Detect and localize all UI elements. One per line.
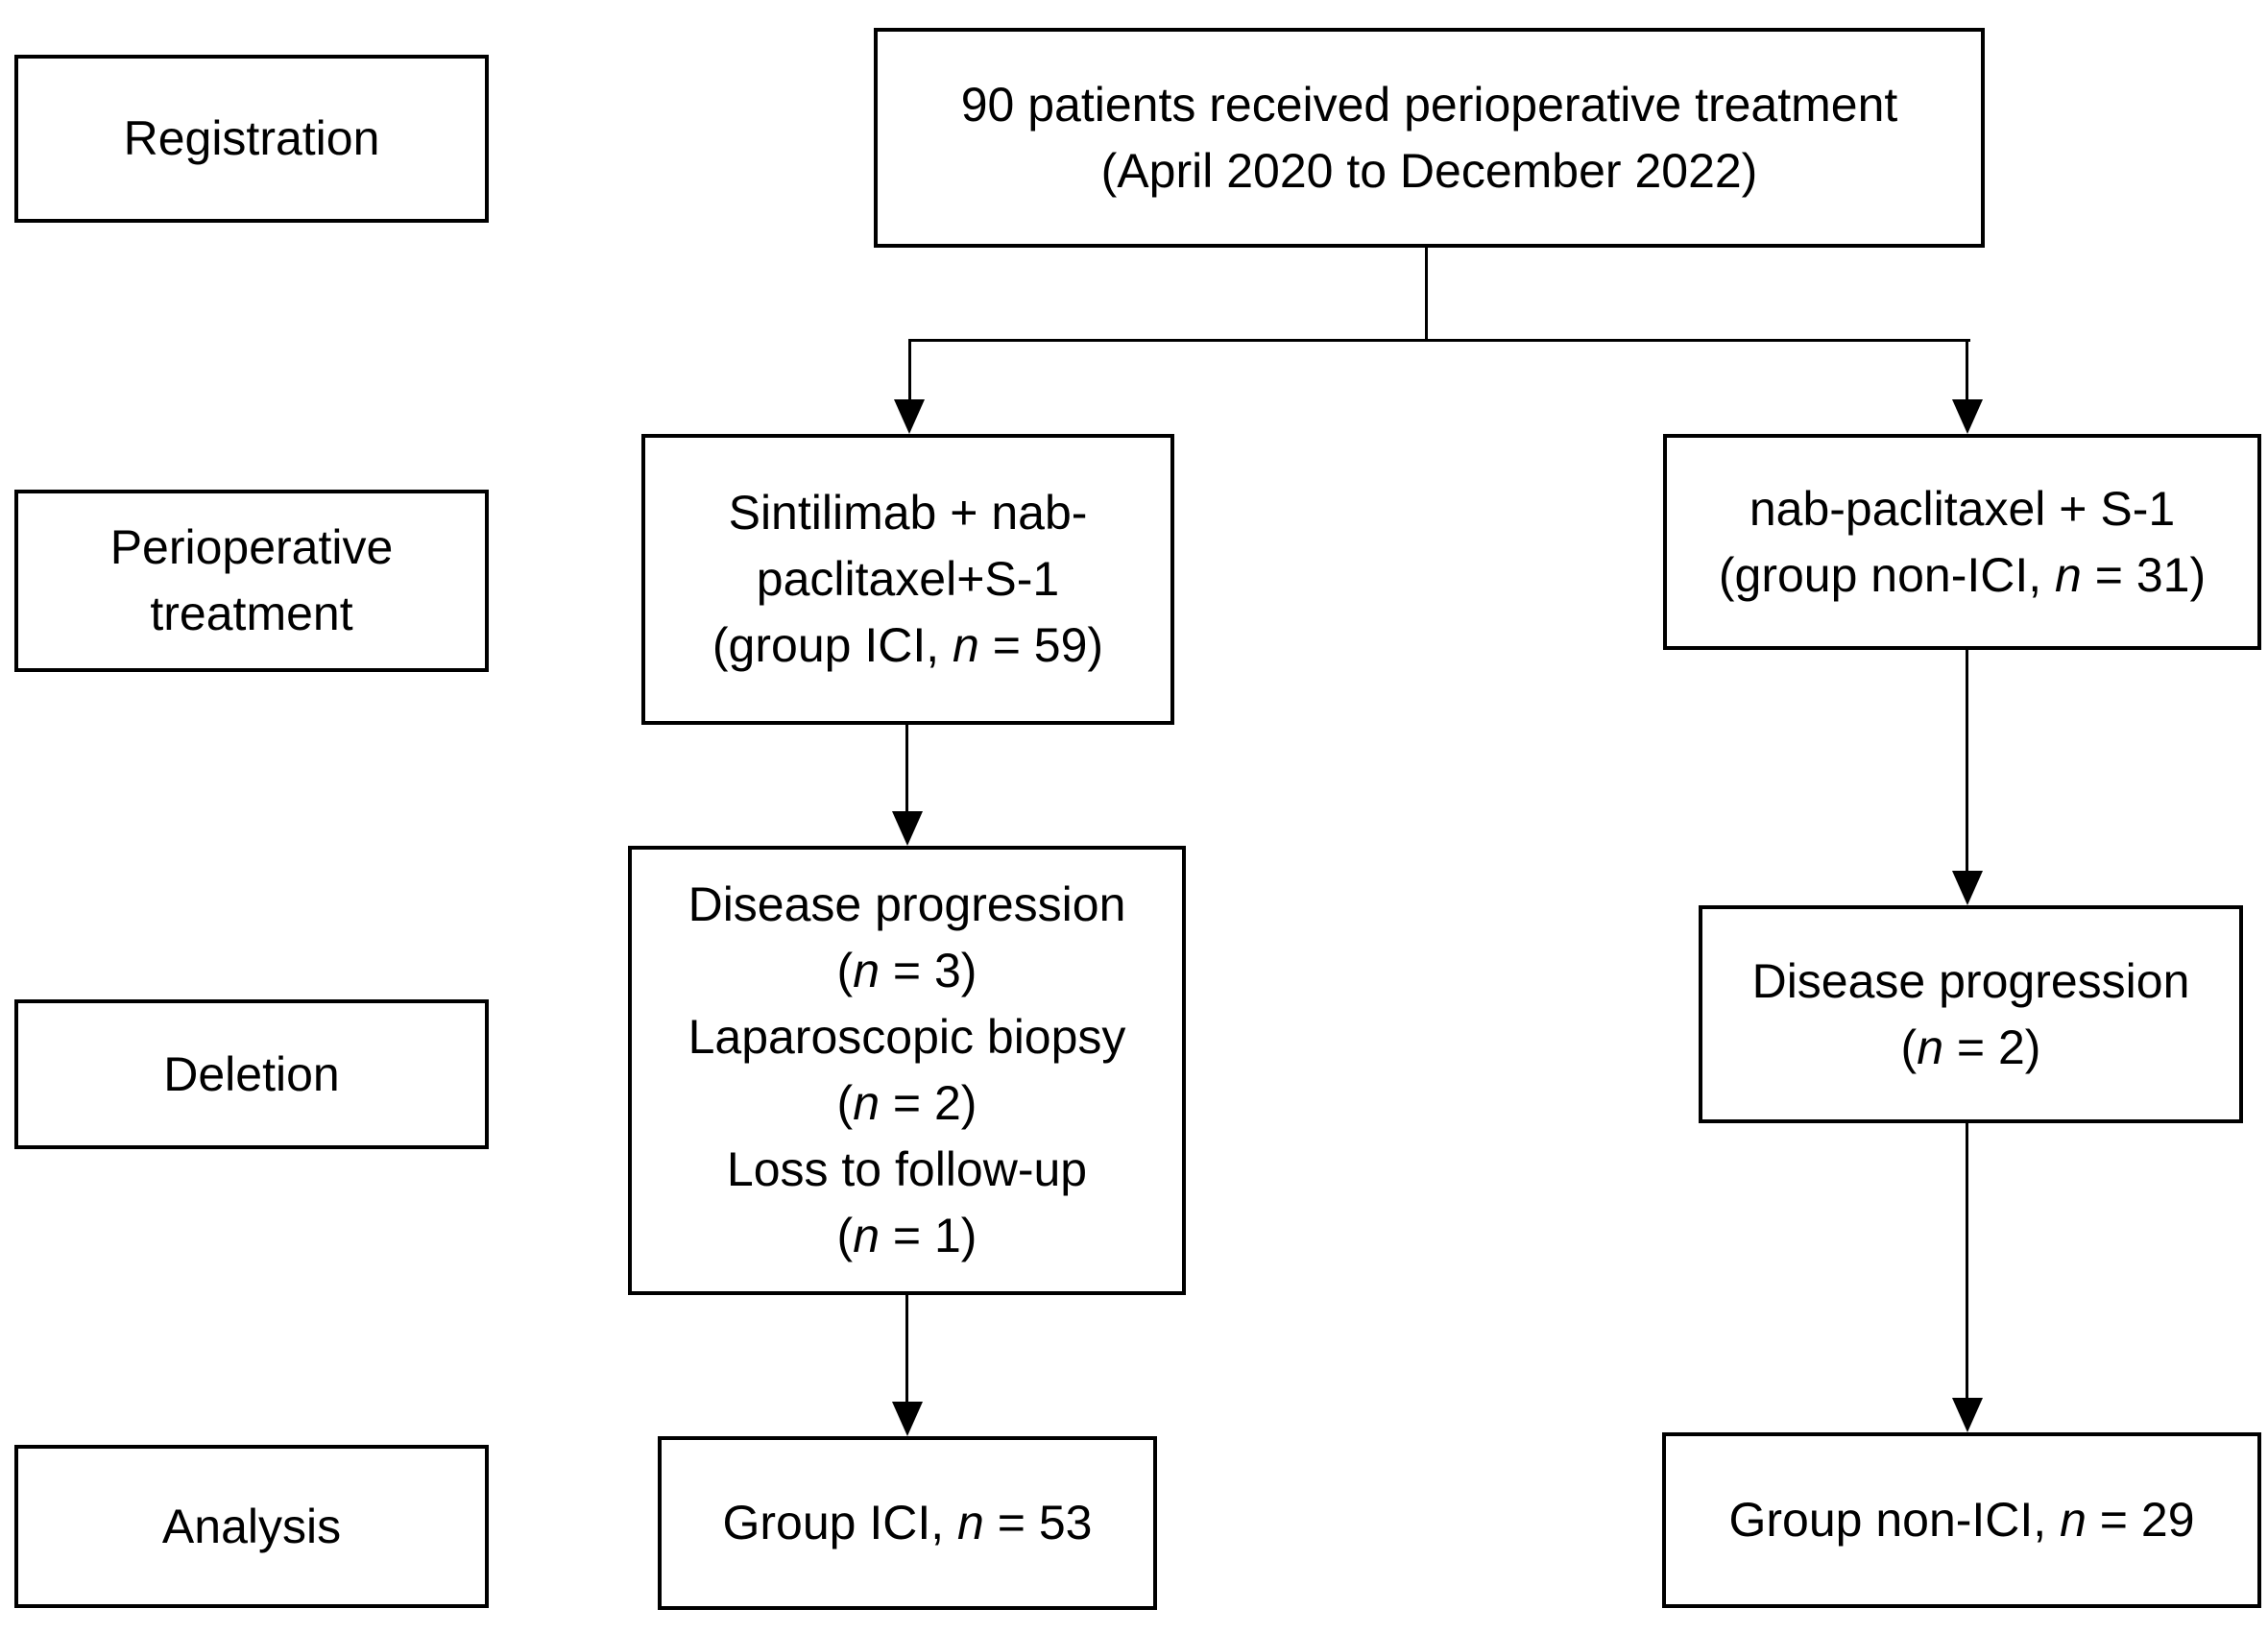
ici-deletion-reason-1: Disease progression	[688, 877, 1126, 931]
non-ici-analysis-box: Group non-ICI, n = 29	[1662, 1432, 2261, 1608]
non-ici-deletion-reason: Disease progression	[1751, 953, 2190, 1008]
registration-total-line1: 90 patients received perioperative treat…	[960, 77, 1898, 132]
ici-deletion-n-3: n	[853, 1209, 880, 1262]
stage-box-registration: Registration	[14, 55, 489, 223]
stage-label-analysis: Analysis	[161, 1499, 342, 1553]
arrowhead-into-ici-analysis	[892, 1402, 923, 1436]
ici-treatment-line1: Sintilimab + nab-	[728, 486, 1088, 540]
ici-deletion-box: Disease progression (n = 3) Laparoscopic…	[628, 846, 1186, 1295]
non-ici-deletion-count: (n = 2)	[1900, 1020, 2041, 1074]
stage-box-deletion: Deletion	[14, 999, 489, 1149]
ici-deletion-count-2: (n = 2)	[836, 1076, 977, 1130]
ici-n-symbol: n	[953, 618, 979, 672]
connector-non-ici-treatment-to-deletion	[1966, 650, 1968, 875]
non-ici-deletion-n: n	[1917, 1020, 1943, 1074]
ici-treatment-box: Sintilimab + nab- paclitaxel+S-1 (group …	[641, 434, 1174, 725]
ici-deletion-count-1: (n = 3)	[836, 944, 977, 997]
arrowhead-into-non-ici-analysis	[1952, 1398, 1983, 1432]
non-ici-analysis-n: n	[2060, 1493, 2087, 1547]
non-ici-n-symbol: n	[2055, 547, 2082, 602]
ici-analysis-box: Group ICI, n = 53	[658, 1436, 1157, 1610]
connector-ici-treatment-to-deletion	[905, 725, 908, 815]
arrowhead-into-ici-deletion	[892, 811, 923, 846]
ici-treatment-group-line: (group ICI, n = 59)	[712, 618, 1104, 672]
ici-analysis-line: Group ICI, n = 53	[722, 1496, 1093, 1549]
connector-drop-non-ici	[1966, 339, 1968, 402]
connector-non-ici-deletion-to-analysis	[1966, 1123, 1968, 1402]
stage-label-registration: Registration	[123, 111, 380, 165]
non-ici-treatment-line1: nab-paclitaxel + S-1	[1749, 481, 2176, 536]
stage-box-perioperative-treatment: Perioperative treatment	[14, 490, 489, 672]
registration-total-box: 90 patients received perioperative treat…	[874, 28, 1985, 248]
connector-split-horizontal	[908, 339, 1970, 342]
ici-deletion-reason-2: Laparoscopic biopsy	[688, 1010, 1126, 1064]
non-ici-treatment-box: nab-paclitaxel + S-1 (group non-ICI, n =…	[1663, 434, 2261, 650]
non-ici-treatment-group-line: (group non-ICI, n = 31)	[1718, 547, 2207, 602]
arrowhead-into-non-ici-deletion	[1952, 871, 1983, 905]
non-ici-deletion-box: Disease progression (n = 2)	[1699, 905, 2243, 1123]
arrowhead-into-ici-treatment	[894, 399, 925, 434]
connector-top-vertical	[1425, 246, 1428, 341]
registration-total-line2: (April 2020 to December 2022)	[1100, 143, 1758, 198]
connector-ici-deletion-to-analysis	[905, 1295, 908, 1405]
ici-analysis-n: n	[957, 1496, 984, 1549]
stage-box-analysis: Analysis	[14, 1445, 489, 1608]
stage-label-deletion: Deletion	[163, 1046, 340, 1101]
ici-deletion-reason-3: Loss to follow-up	[726, 1142, 1088, 1196]
connector-drop-ici	[908, 339, 911, 402]
ici-deletion-n-2: n	[853, 1076, 880, 1130]
ici-treatment-line2: paclitaxel+S-1	[756, 552, 1060, 606]
non-ici-analysis-line: Group non-ICI, n = 29	[1728, 1493, 2195, 1547]
ici-deletion-count-3: (n = 1)	[836, 1209, 977, 1262]
arrowhead-into-non-ici-treatment	[1952, 399, 1983, 434]
ici-deletion-n-1: n	[853, 944, 880, 997]
stage-label-perioperative-treatment: Perioperative treatment	[109, 520, 394, 640]
